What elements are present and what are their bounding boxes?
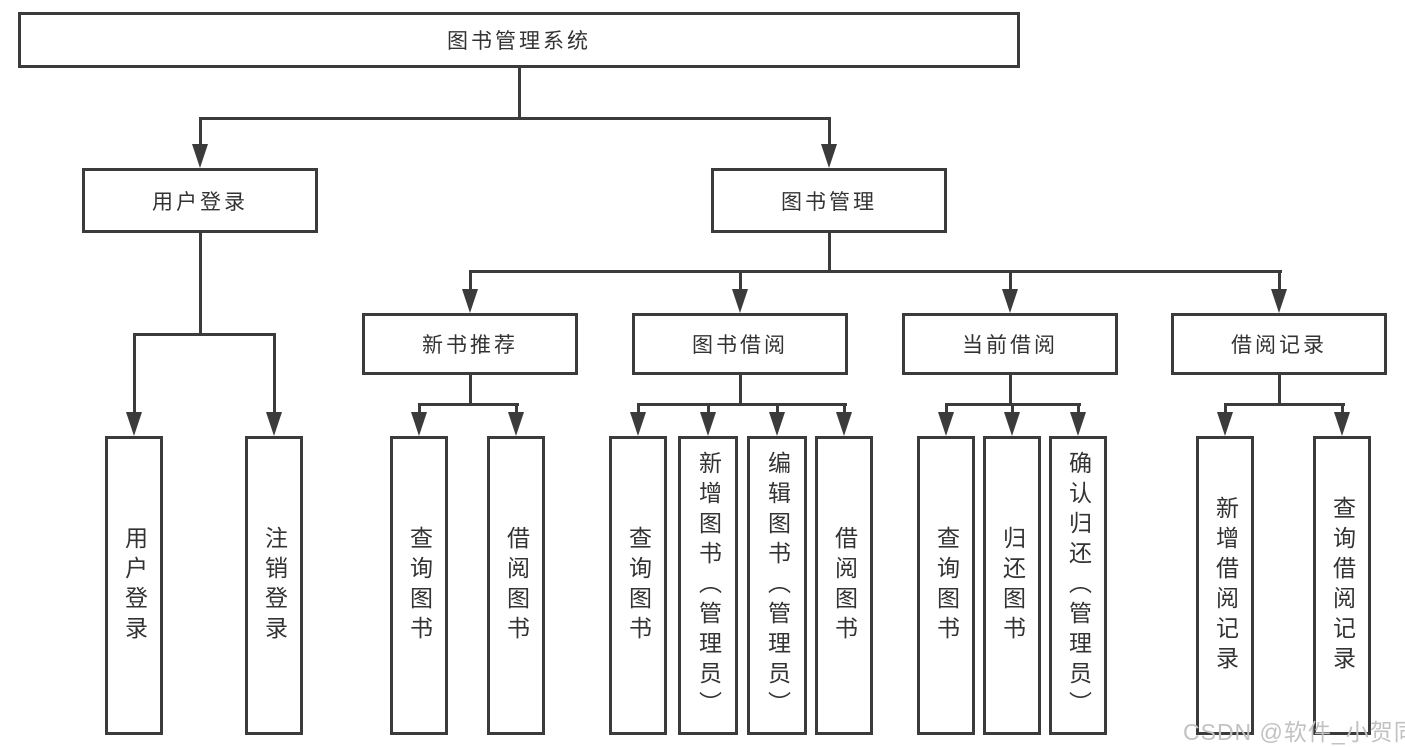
leaf-query-books-recommend: 查询图书 (390, 436, 448, 735)
leaf-label: 借阅图书 (831, 525, 858, 646)
arrow-down-icon (1271, 289, 1287, 313)
connector-line (1341, 403, 1344, 415)
connector-rail (637, 403, 847, 406)
connector-line (739, 270, 742, 292)
leaf-user-login: 用户登录 (105, 436, 163, 735)
arrow-down-icon (938, 412, 954, 436)
leaf-label: 查询图书 (406, 525, 433, 646)
leaf-query-books-borrowing: 查询图书 (609, 436, 667, 735)
leaf-label: 新增借阅记录 (1212, 495, 1239, 676)
node-current-borrowing: 当前借阅 (902, 313, 1118, 375)
connector-line (776, 403, 779, 415)
leaf-add-books-admin: 新增图书（管理员） (678, 436, 738, 735)
connector-rail (1224, 403, 1345, 406)
leaf-label: 借阅图书 (503, 525, 530, 646)
connector-line (843, 403, 846, 415)
arrow-down-icon (126, 412, 142, 436)
node-book-management: 图书管理 (711, 168, 947, 233)
leaf-label: 查询图书 (625, 525, 652, 646)
leaf-edit-books-admin: 编辑图书（管理员） (747, 436, 807, 735)
connector-root-stem (518, 68, 521, 118)
leaf-label: 编辑图书（管理员） (764, 450, 791, 721)
leaf-label: 确认归还（管理员） (1065, 450, 1092, 721)
node-label: 图书借阅 (692, 334, 788, 357)
connector-line (469, 270, 472, 292)
leaf-label: 新增图书（管理员） (695, 450, 722, 721)
connector-line (418, 403, 421, 415)
arrow-down-icon (700, 412, 716, 436)
node-book-borrowing: 图书借阅 (632, 313, 848, 375)
leaf-logout: 注销登录 (245, 436, 303, 735)
connector-line (1077, 403, 1080, 415)
leaf-borrow-books-borrowing: 借阅图书 (815, 436, 873, 735)
csdn-watermark: CSDN @软件_小贺同学 (1183, 719, 1405, 745)
node-label: 用户登录 (152, 190, 248, 214)
node-library-management-system: 图书管理系统 (18, 12, 1020, 68)
connector-line (739, 375, 742, 406)
connector-rail (418, 403, 519, 406)
connector-line (707, 403, 710, 415)
connector-line (945, 403, 948, 415)
node-label: 图书管理 (781, 190, 877, 214)
leaf-label: 用户登录 (121, 525, 148, 646)
connector-level3-rail (469, 270, 1282, 273)
connector-line (1009, 375, 1012, 406)
arrow-down-icon (462, 289, 478, 313)
leaf-query-borrow-record: 查询借阅记录 (1313, 436, 1371, 735)
node-user-login: 用户登录 (82, 168, 318, 233)
leaf-label: 注销登录 (261, 525, 288, 646)
leaf-query-books-current: 查询图书 (917, 436, 975, 735)
arrow-down-icon (630, 412, 646, 436)
arrow-down-icon (1002, 289, 1018, 313)
connector-line (828, 233, 831, 273)
leaf-add-borrow-record: 新增借阅记录 (1196, 436, 1254, 735)
node-borrowing-records: 借阅记录 (1171, 313, 1387, 375)
leaf-label: 归还图书 (999, 525, 1026, 646)
connector-line (1224, 403, 1227, 415)
connector-line (199, 233, 202, 336)
arrow-down-icon (192, 144, 208, 168)
arrow-down-icon (836, 412, 852, 436)
connector-line (469, 375, 472, 406)
leaf-label: 查询借阅记录 (1329, 495, 1356, 676)
connector-rail (133, 333, 276, 336)
node-label: 新书推荐 (422, 334, 518, 357)
arrow-down-icon (508, 412, 524, 436)
connector-line (1278, 375, 1281, 406)
arrow-down-icon (1217, 412, 1233, 436)
node-label: 借阅记录 (1231, 334, 1327, 357)
connector-line (515, 403, 518, 415)
arrow-down-icon (411, 412, 427, 436)
leaf-borrow-books-recommend: 借阅图书 (487, 436, 545, 735)
leaf-return-books: 归还图书 (983, 436, 1041, 735)
arrow-down-icon (821, 144, 837, 168)
connector-line (828, 117, 831, 145)
connector-level2-rail (199, 117, 831, 120)
arrow-down-icon (1334, 412, 1350, 436)
connector-line (273, 333, 276, 415)
connector-line (1278, 270, 1281, 292)
arrow-down-icon (732, 289, 748, 313)
connector-line (637, 403, 640, 415)
connector-line (1009, 270, 1012, 292)
connector-line (133, 333, 136, 415)
leaf-confirm-return-admin: 确认归还（管理员） (1049, 436, 1107, 735)
node-label: 图书管理系统 (447, 30, 591, 53)
node-label: 当前借阅 (962, 334, 1058, 357)
arrow-down-icon (769, 412, 785, 436)
connector-line (199, 117, 202, 145)
arrow-down-icon (1004, 412, 1020, 436)
arrow-down-icon (1070, 412, 1086, 436)
node-new-book-recommendation: 新书推荐 (362, 313, 578, 375)
leaf-label: 查询图书 (933, 525, 960, 646)
arrow-down-icon (266, 412, 282, 436)
connector-line (1011, 403, 1014, 415)
